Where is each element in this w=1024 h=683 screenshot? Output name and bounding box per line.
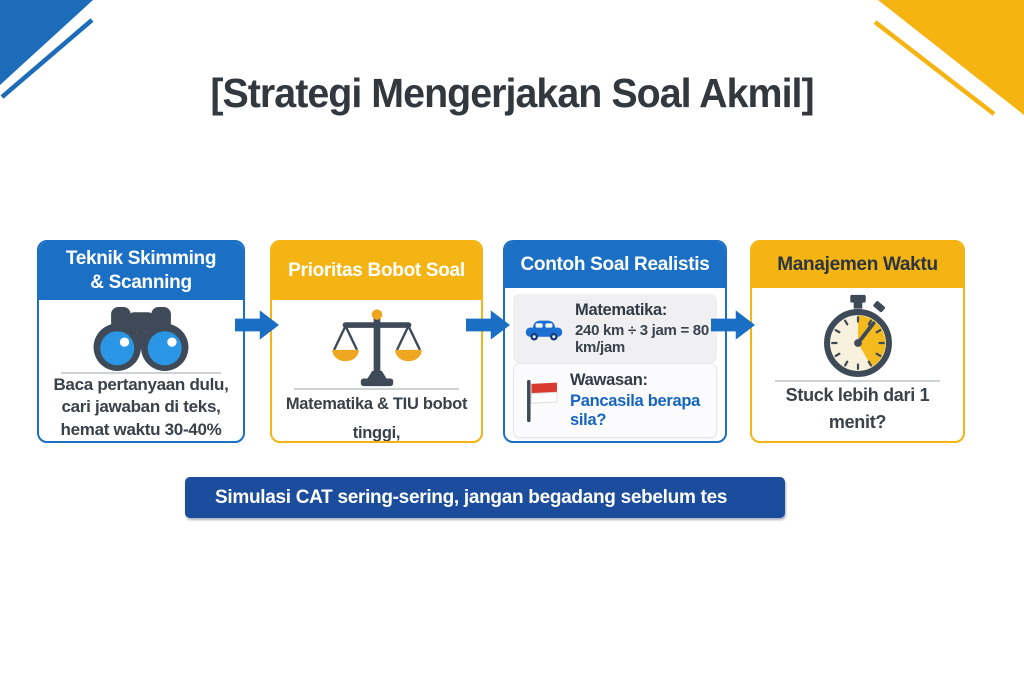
card-prioritas-bobot-header: Prioritas Bobot Soal — [272, 242, 481, 300]
card-prioritas-bobot-body: Matematika & TIU bobot tinggi, kerjain y… — [272, 300, 481, 442]
divider — [61, 372, 221, 374]
stopwatch-icon — [816, 294, 900, 380]
card-prioritas-bobot: Prioritas Bobot Soal — [270, 240, 483, 443]
flow-arrow-icon — [711, 310, 755, 340]
example-label: Wawasan: — [570, 371, 648, 389]
body-line: hemat waktu 30-40% — [60, 419, 222, 439]
flow-arrow-icon — [466, 310, 510, 340]
card-header-line: Teknik Skimming — [65, 248, 217, 270]
balance-scale-icon — [329, 306, 425, 388]
body-line: Skip dulu dan mark — [760, 436, 955, 441]
strategy-flow: Teknik Skimming & Scanning — [0, 240, 1024, 445]
card-manajemen-waktu-text: Stuck lebih dari 1 menit? Skip dulu dan … — [760, 382, 955, 441]
card-contoh-soal: Contoh Soal Realistis — [503, 240, 727, 443]
example-text: Pancasila berapa sila? — [570, 392, 701, 429]
card-contoh-soal-header: Contoh Soal Realistis — [505, 242, 725, 288]
tip-banner: Simulasi CAT sering-sering, jangan begad… — [185, 477, 785, 518]
binoculars-icon — [89, 306, 193, 372]
divider — [774, 380, 941, 382]
example-wawasan: Wawasan: Pancasila berapa sila? — [513, 363, 717, 438]
indonesian-flag-icon — [524, 379, 560, 423]
card-teknik-skimming-header: Teknik Skimming & Scanning — [39, 242, 243, 300]
body-line: Stuck lebih dari 1 menit? — [785, 385, 930, 432]
flow-arrow-icon — [235, 310, 279, 340]
body-line: Baca pertanyaan dulu, — [53, 375, 229, 394]
card-manajemen-waktu-header: Manajemen Waktu — [752, 242, 963, 288]
page-title: [Strategi Mengerjakan Soal Akmil] — [210, 70, 814, 116]
card-prioritas-bobot-text: Matematika & TIU bobot tinggi, kerjain y… — [280, 390, 473, 442]
card-manajemen-waktu-body: Stuck lebih dari 1 menit? Skip dulu dan … — [752, 288, 963, 441]
divider — [294, 388, 459, 390]
card-header-line: Manajemen Waktu — [777, 254, 938, 276]
card-contoh-soal-body: Matematika: 240 km ÷ 3 jam = 80 km/jam — [505, 288, 725, 441]
card-header-line: Prioritas Bobot Soal — [288, 260, 465, 282]
card-header-line: & Scanning — [90, 272, 192, 293]
example-matematika: Matematika: 240 km ÷ 3 jam = 80 km/jam — [513, 294, 717, 363]
card-teknik-skimming-text: Baca pertanyaan dulu, cari jawaban di te… — [53, 374, 228, 441]
example-label: Matematika: — [575, 301, 668, 319]
example-text: 240 km ÷ 3 jam = 80 km/jam — [575, 322, 709, 356]
car-icon — [523, 314, 565, 344]
card-header-line: Contoh Soal Realistis — [520, 254, 710, 276]
card-teknik-skimming: Teknik Skimming & Scanning — [37, 240, 245, 443]
card-manajemen-waktu: Manajemen Waktu — [750, 240, 965, 443]
card-teknik-skimming-body: Baca pertanyaan dulu, cari jawaban di te… — [39, 300, 243, 441]
body-line: Matematika & TIU bobot tinggi, — [285, 395, 468, 442]
body-line: cari jawaban di teks, — [61, 397, 221, 417]
